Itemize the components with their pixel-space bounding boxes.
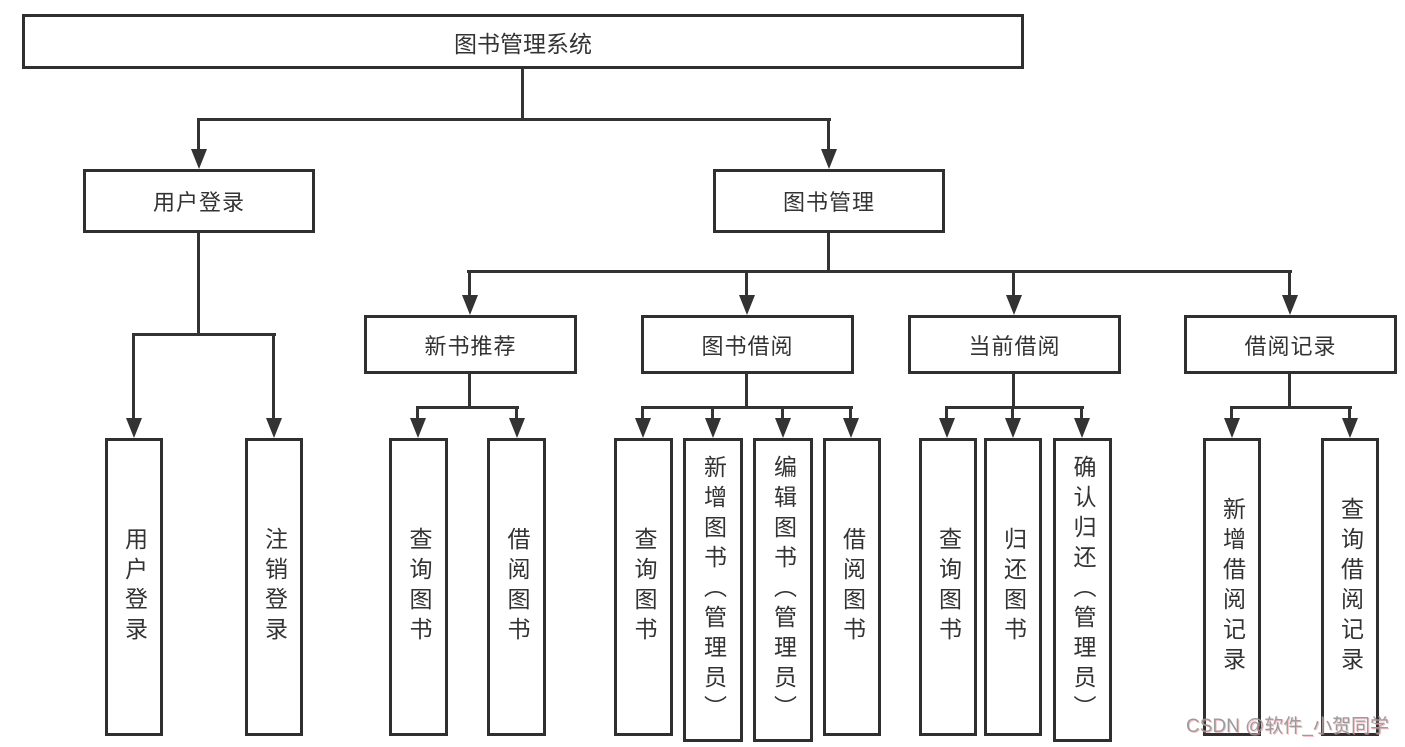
down-arrow-icon: [509, 408, 525, 438]
connector-line: [197, 233, 200, 335]
node-user-login: 用户登录: [83, 169, 315, 233]
down-arrow-icon: [191, 120, 207, 169]
connector-line: [827, 233, 830, 272]
leaf-user-login-label: 用户登录: [121, 527, 148, 647]
node-new-book-recommend: 新书推荐: [364, 315, 577, 374]
leaf-query-books-current: 查询图书: [919, 438, 977, 736]
node-book-borrowing-label: 图书借阅: [701, 333, 794, 359]
node-root-label: 图书管理系统: [454, 30, 592, 57]
leaf-query-books-recommend-label: 查询图书: [406, 527, 432, 647]
down-arrow-icon: [939, 408, 955, 438]
leaf-return-books: 归还图书: [984, 438, 1042, 736]
leaf-query-borrow-record-label: 查询借阅记录: [1337, 497, 1364, 677]
leaf-add-borrow-record-label: 新增借阅记录: [1219, 497, 1246, 677]
leaf-query-books-current-label: 查询图书: [935, 527, 962, 647]
leaf-borrow-books-label: 借阅图书: [839, 527, 866, 647]
down-arrow-icon: [843, 408, 859, 438]
down-arrow-icon: [821, 120, 837, 169]
leaf-query-books-borrow: 查询图书: [614, 438, 673, 736]
down-arrow-icon: [126, 335, 142, 438]
connector-line: [1230, 406, 1352, 409]
leaf-edit-books-admin-label: 编辑图书（管理员）: [770, 455, 797, 725]
node-current-borrowing-label: 当前借阅: [968, 333, 1061, 359]
connector-line: [416, 406, 519, 409]
down-arrow-icon: [1005, 408, 1021, 438]
down-arrow-icon: [1006, 272, 1022, 315]
connector-line: [641, 406, 853, 409]
leaf-query-books-borrow-label: 查询图书: [631, 527, 657, 647]
leaf-borrow-books: 借阅图书: [823, 438, 881, 736]
leaf-edit-books-admin: 编辑图书（管理员）: [753, 438, 813, 742]
csdn-watermark: CSDN @软件_小贺同学: [1186, 716, 1389, 737]
node-borrow-records-label: 借阅记录: [1244, 333, 1337, 359]
node-new-book-recommend-label: 新书推荐: [424, 333, 517, 359]
connector-line: [467, 270, 1292, 273]
node-user-login-label: 用户登录: [152, 190, 245, 215]
leaf-add-books-admin-label: 新增图书（管理员）: [700, 455, 727, 725]
connector-line: [132, 333, 276, 336]
node-current-borrowing: 当前借阅: [908, 315, 1121, 374]
connector-line: [945, 406, 1084, 409]
node-root: 图书管理系统: [22, 14, 1024, 69]
down-arrow-icon: [775, 408, 791, 438]
node-borrow-records: 借阅记录: [1184, 315, 1397, 374]
node-book-management-label: 图书管理: [782, 190, 875, 215]
down-arrow-icon: [1342, 408, 1358, 438]
down-arrow-icon: [635, 408, 651, 438]
node-book-management: 图书管理: [713, 169, 945, 233]
connector-line: [1012, 374, 1015, 408]
leaf-confirm-return-admin-label: 确认归还（管理员）: [1070, 455, 1096, 725]
connector-line: [197, 118, 831, 121]
down-arrow-icon: [705, 408, 721, 438]
connector-line: [468, 374, 471, 408]
leaf-logout-label: 注销登录: [261, 527, 288, 647]
connector-line: [745, 374, 748, 408]
down-arrow-icon: [410, 408, 426, 438]
leaf-add-borrow-record: 新增借阅记录: [1203, 438, 1261, 736]
down-arrow-icon: [266, 335, 282, 438]
leaf-confirm-return-admin: 确认归还（管理员）: [1053, 438, 1112, 742]
leaf-logout: 注销登录: [245, 438, 303, 736]
leaf-return-books-label: 归还图书: [1000, 527, 1027, 647]
down-arrow-icon: [739, 272, 755, 315]
leaf-borrow-books-recommend-label: 借阅图书: [504, 527, 530, 647]
leaf-add-books-admin: 新增图书（管理员）: [683, 438, 743, 742]
down-arrow-icon: [462, 272, 478, 315]
down-arrow-icon: [1074, 408, 1090, 438]
down-arrow-icon: [1224, 408, 1240, 438]
leaf-borrow-books-recommend: 借阅图书: [487, 438, 546, 736]
leaf-query-borrow-record: 查询借阅记录: [1321, 438, 1379, 736]
node-book-borrowing: 图书借阅: [641, 315, 854, 374]
leaf-user-login: 用户登录: [105, 438, 163, 736]
leaf-query-books-recommend: 查询图书: [389, 438, 448, 736]
connector-line: [521, 69, 524, 120]
connector-line: [1288, 374, 1291, 408]
down-arrow-icon: [1282, 272, 1298, 315]
